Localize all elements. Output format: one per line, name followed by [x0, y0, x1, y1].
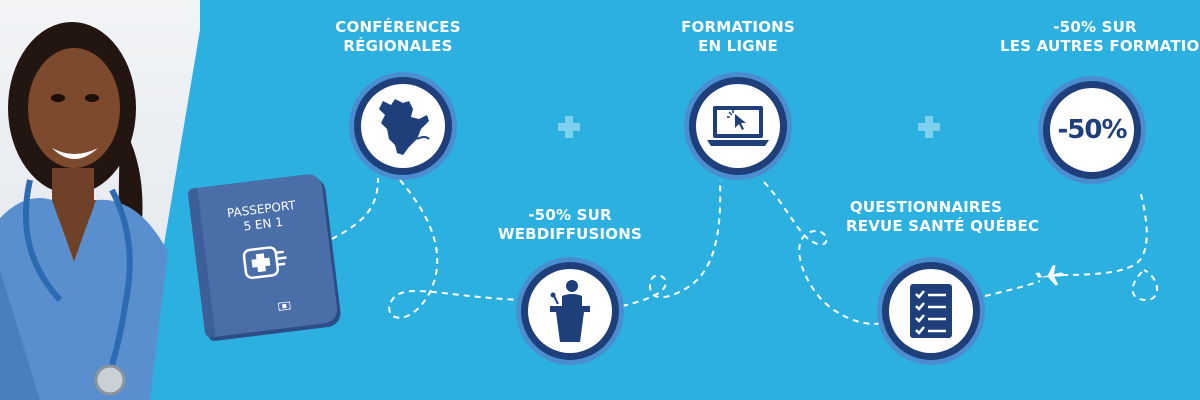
discount-badge-text: -50% — [1057, 115, 1127, 145]
step-label-line1: CONFÉRENCES — [335, 18, 461, 36]
step-badge-questionnaires — [877, 257, 985, 365]
step-badge-formations — [684, 72, 792, 180]
health-cross-emblem-icon — [242, 246, 287, 280]
passport-chip-icon — [277, 301, 291, 311]
step-label-line2: REVUE SANTÉ QUÉBEC — [846, 217, 1040, 235]
plus-icon — [918, 116, 940, 138]
step-badge-conferences — [349, 72, 457, 180]
step-label-line2: EN LIGNE — [698, 37, 778, 55]
discount-badge-icon: -50% — [1050, 88, 1134, 172]
quebec-map-icon — [379, 99, 430, 155]
step-label-autres-formations: -50% SUR LES AUTRES FORMATIONS — [1000, 18, 1200, 56]
step-label-line1: QUESTIONNAIRES — [849, 198, 1003, 216]
passport-booklet: PASSEPORT 5 EN 1 — [187, 172, 344, 338]
airplane-icon — [1035, 265, 1064, 286]
step-label-line2: RÉGIONALES — [343, 37, 453, 55]
nurse-photo — [0, 0, 200, 400]
step-label-webdiffusions: -50% SUR WEBDIFFUSIONS — [496, 206, 644, 244]
step-label-questionnaires: QUESTIONNAIRES REVUE SANTÉ QUÉBEC — [846, 198, 1040, 236]
plus-icon — [558, 116, 580, 138]
step-label-formations: FORMATIONS EN LIGNE — [664, 18, 812, 56]
step-label-line2: WEBDIFFUSIONS — [497, 225, 643, 243]
step-badge-webdiffusions — [516, 257, 624, 365]
step-label-conferences: CONFÉRENCES RÉGIONALES — [324, 18, 472, 56]
speaker-podium-icon — [550, 280, 590, 342]
step-label-line1: FORMATIONS — [681, 18, 795, 36]
laptop-cursor-icon — [707, 106, 769, 146]
checklist-icon — [910, 284, 952, 338]
step-label-line2: LES AUTRES FORMATIONS — [1000, 37, 1200, 55]
step-badge-autres-formations: -50% — [1038, 76, 1146, 184]
step-label-line1: -50% SUR — [1053, 18, 1137, 36]
step-label-line1: -50% SUR — [528, 206, 612, 224]
